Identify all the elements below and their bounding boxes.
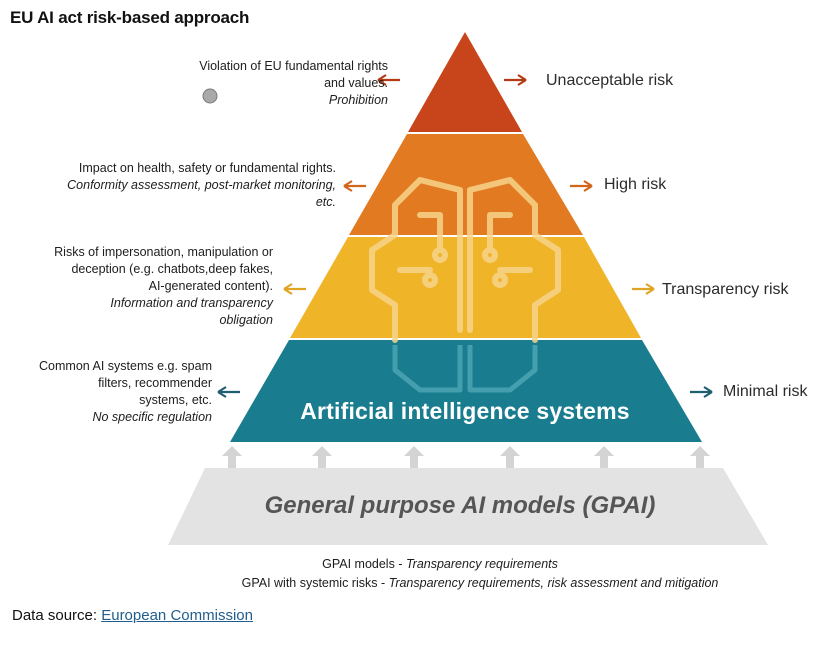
right-arrow-icon <box>690 386 713 398</box>
measure-line: Conformity assessment, post-market monit… <box>67 178 336 192</box>
description-line: AI-generated content). <box>148 279 273 293</box>
tier-unacceptable <box>408 32 522 132</box>
ai-brain-icon-lower <box>392 345 538 393</box>
gpai-note-systemic: GPAI with systemic risks - Transparency … <box>200 574 760 592</box>
gpai-note-requirement: Transparency requirements <box>405 557 558 571</box>
gpai-note-subject: GPAI models <box>322 557 395 571</box>
risk-label-minimal: Minimal risk <box>723 383 808 400</box>
up-arrow-icon <box>312 446 332 468</box>
data-source-prefix: Data source: <box>12 607 102 624</box>
risk-label-transparency: Transparency risk <box>662 281 789 298</box>
grey-dot <box>202 88 218 104</box>
left-arrow-icon <box>217 386 240 398</box>
tier-minimal <box>230 340 702 442</box>
description-line: deception (e.g. chatbots,deep fakes, <box>71 262 273 276</box>
right-arrow-icon <box>632 283 655 295</box>
description-line: filters, recommender <box>98 376 212 390</box>
right-arrow-icon <box>570 180 593 192</box>
up-arrow-icon <box>500 446 520 468</box>
gpai-label: General purpose AI models (GPAI) <box>264 492 656 519</box>
measure-line: obligation <box>219 313 273 327</box>
gpai-note-separator: - <box>377 576 389 590</box>
tier-transparency <box>290 237 641 338</box>
measure-line: No specific regulation <box>92 410 212 424</box>
description-line: Impact on health, safety or fundamental … <box>78 161 336 175</box>
risk-label-unacceptable: Unacceptable risk <box>546 72 674 89</box>
tier-high <box>349 134 583 235</box>
gpai-note-separator: - <box>394 557 406 571</box>
ai-systems-label: Artificial intelligence systems <box>300 398 630 424</box>
gpai-note-subject: GPAI with systemic risks <box>241 576 378 590</box>
left-arrow-icon <box>377 74 400 86</box>
level-arrows <box>217 74 713 398</box>
european-commission-link[interactable]: European Commission <box>101 607 253 624</box>
measure-line: Information and transparency <box>110 296 273 310</box>
level-description-transparency: Risks of impersonation, manipulation or … <box>54 244 273 329</box>
up-arrow-icon <box>222 446 242 468</box>
level-description-high: Impact on health, safety or fundamental … <box>67 160 336 211</box>
up-arrow-icon <box>404 446 424 468</box>
up-arrow-icon <box>690 446 710 468</box>
up-arrow-icon <box>594 446 614 468</box>
description-line: systems, etc. <box>139 393 212 407</box>
left-arrow-icon <box>283 283 306 295</box>
right-arrow-icon <box>504 74 527 86</box>
risk-label-high: High risk <box>604 176 667 193</box>
measure-line: etc. <box>315 195 336 209</box>
level-description-minimal: Common AI systems e.g. spam filters, rec… <box>39 358 212 426</box>
description-line: Common AI systems e.g. spam <box>39 359 212 373</box>
diagram-title: EU AI act risk-based approach <box>10 8 250 27</box>
description-line: Violation of EU fundamental rights <box>199 59 388 73</box>
description-line: Risks of impersonation, manipulation or <box>54 245 273 259</box>
ai-brain-icon <box>369 177 561 343</box>
data-source: Data source: European Commission <box>12 607 253 624</box>
gpai-base <box>168 468 768 545</box>
gpai-note-requirement: Transparency requirements, risk assessme… <box>388 576 719 590</box>
level-description-unacceptable: Violation of EU fundamental rights and v… <box>199 58 388 109</box>
left-arrow-icon <box>343 180 366 192</box>
description-line: and values. <box>324 76 388 90</box>
gpai-note-models: GPAI models - Transparency requirements <box>160 555 720 573</box>
gpai-up-arrows <box>222 446 710 468</box>
measure-line: Prohibition <box>328 93 388 107</box>
